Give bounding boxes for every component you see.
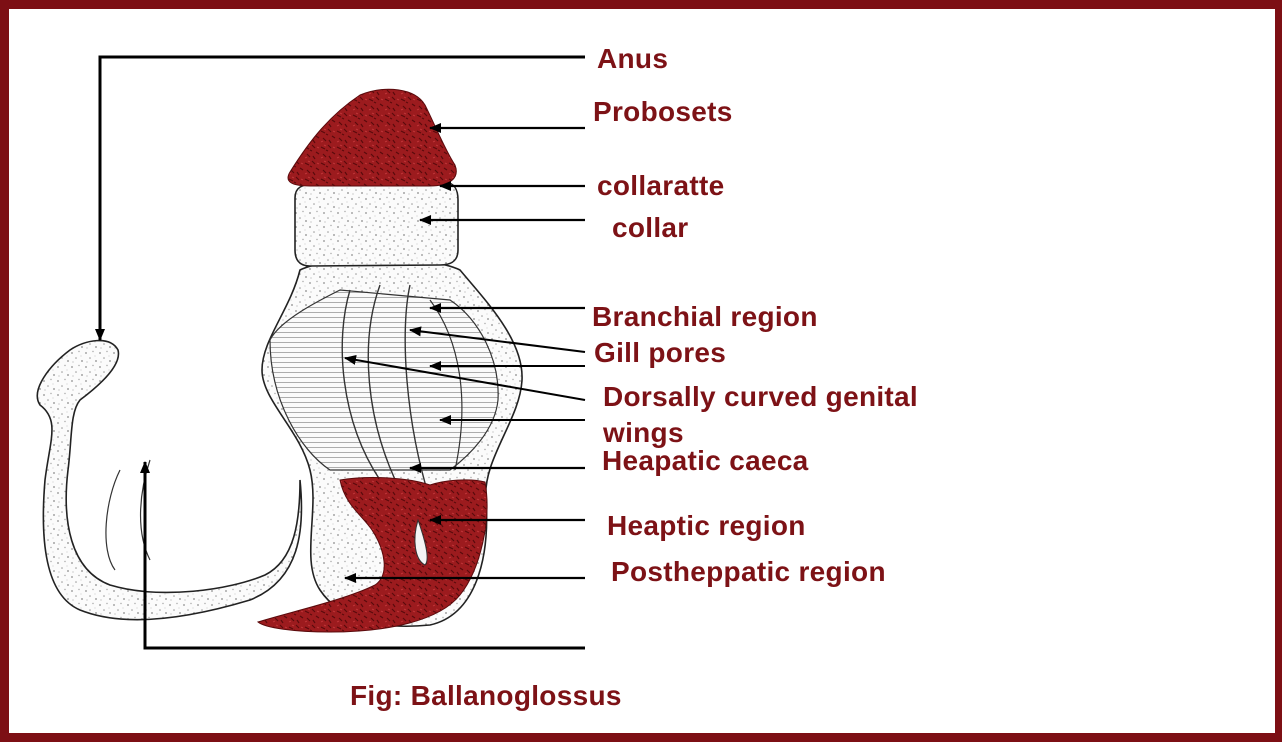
label-collarette: collaratte — [597, 171, 725, 201]
tail-gut-line — [106, 460, 150, 570]
label-anus: Anus — [597, 44, 668, 74]
label-gill-pores: Gill pores — [594, 338, 726, 368]
label-collar: collar — [612, 213, 689, 243]
tail-body — [37, 341, 301, 620]
branchial-hatch — [270, 290, 498, 470]
proboscis — [288, 89, 456, 186]
collar — [295, 182, 458, 266]
label-posthepatic-region: Postheppatic region — [611, 557, 886, 587]
label-branchial-region: Branchial region — [592, 302, 818, 332]
label-hepatic-caeca: Heapatic caeca — [602, 446, 809, 476]
label-genital-wings-line2: wings — [603, 418, 684, 448]
label-proboscis: Probosets — [593, 97, 733, 127]
label-genital-wings-line1: Dorsally curved genital — [603, 382, 918, 412]
figure-caption: Fig: Ballanoglossus — [350, 681, 622, 711]
label-hepatic-region: Heaptic region — [607, 511, 806, 541]
